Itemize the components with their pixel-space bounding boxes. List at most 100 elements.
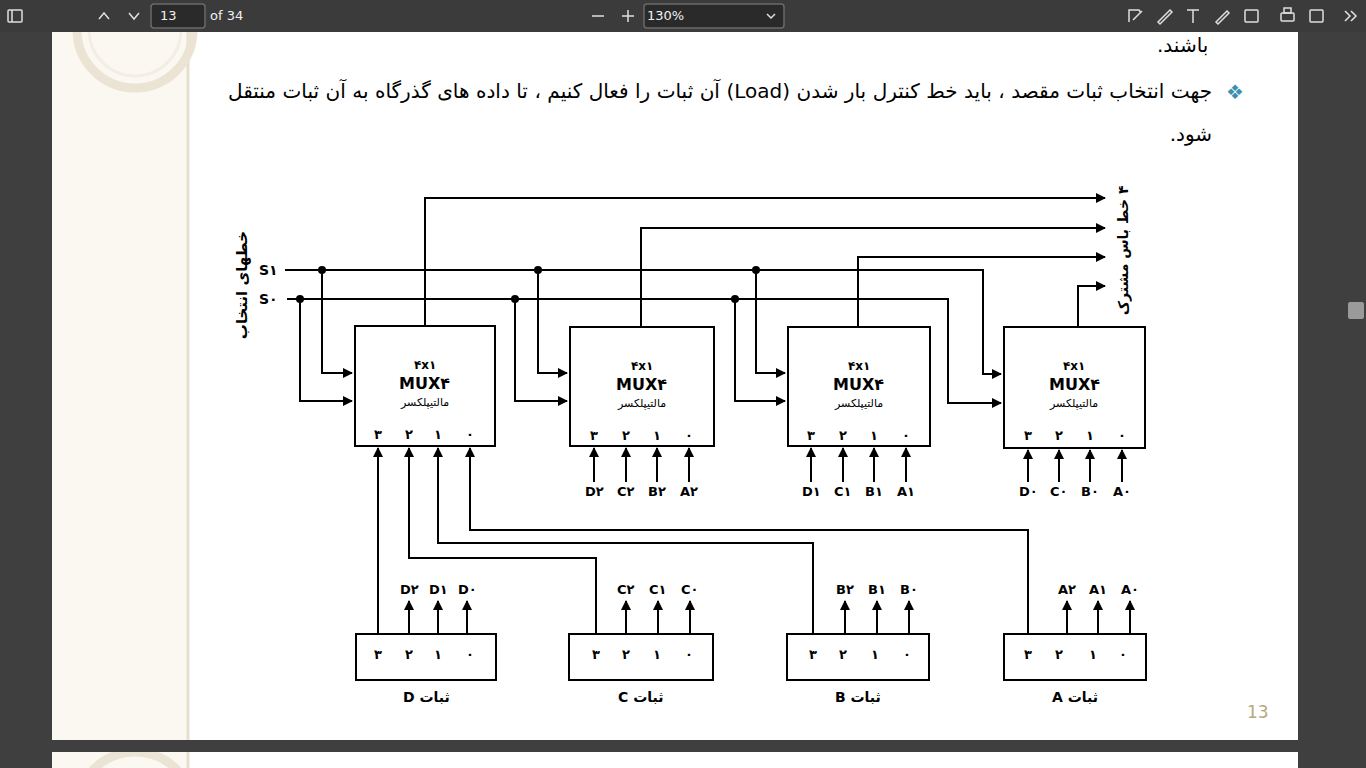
output-signal: B۰ bbox=[900, 582, 918, 598]
band-edge bbox=[187, 32, 190, 740]
mux-size: ۴x۱ bbox=[631, 360, 653, 374]
zoom-in-icon bbox=[622, 10, 634, 22]
input-signal: A۱ bbox=[897, 484, 915, 500]
register-to-mux-wire bbox=[470, 448, 1028, 633]
pin-number: ۰ bbox=[903, 648, 911, 663]
bullet: ❖ bbox=[1226, 80, 1244, 104]
pin-number: ۰ bbox=[902, 429, 910, 444]
pin-number: ۰ bbox=[466, 648, 474, 663]
print-icon bbox=[1284, 8, 1291, 13]
input-signal: B۰ bbox=[1081, 484, 1099, 500]
bus-wire bbox=[641, 228, 1105, 326]
prev-page-icon bbox=[99, 13, 109, 19]
input-arrow bbox=[873, 448, 875, 482]
pin-number: ۰ bbox=[1119, 648, 1127, 663]
axis-title: خطهای انتخاب bbox=[233, 231, 251, 339]
zoom-out-icon bbox=[592, 15, 604, 17]
output-arrow bbox=[466, 601, 468, 633]
sidebar-icon bbox=[11, 10, 13, 22]
ornament-ring bbox=[77, 32, 193, 88]
next-page bbox=[52, 752, 1298, 768]
junction-dot bbox=[752, 266, 760, 274]
input-signal: C۰ bbox=[1050, 484, 1067, 500]
register-box: ۳۲۱۰ثبات C bbox=[568, 633, 714, 681]
mux-caption: مالتیپلکسر bbox=[401, 397, 449, 410]
output-signal: C۱ bbox=[649, 582, 666, 598]
register-to-mux-wire bbox=[438, 448, 813, 633]
select-wire bbox=[538, 270, 567, 373]
register-box: ۳۲۱۰ثبات A bbox=[1003, 633, 1147, 681]
select-wire bbox=[735, 299, 785, 401]
output-signal: C۲ bbox=[617, 582, 634, 598]
mux-title: MUX۴ bbox=[399, 375, 450, 393]
bus-title: ۴ خط باس مشترک bbox=[1115, 186, 1132, 316]
output-arrow bbox=[876, 601, 878, 633]
mux-caption: مالتیپلکسر bbox=[1050, 398, 1098, 411]
input-signal: D۱ bbox=[802, 484, 821, 500]
page-band bbox=[52, 32, 188, 740]
toolbar bbox=[0, 0, 1366, 32]
register-name: ثبات D bbox=[403, 689, 450, 705]
input-arrow bbox=[688, 448, 690, 482]
input-arrow bbox=[1089, 450, 1091, 482]
page-ornament bbox=[77, 32, 193, 88]
pin-number: ۰ bbox=[685, 429, 693, 444]
zoom-select bbox=[644, 4, 784, 28]
output-arrow bbox=[689, 601, 691, 633]
output-arrow bbox=[908, 601, 910, 633]
page-number: 13 bbox=[1247, 702, 1269, 722]
more-icon bbox=[1345, 11, 1356, 21]
save-icon bbox=[1310, 10, 1323, 22]
input-arrow bbox=[656, 448, 658, 482]
bus-wire bbox=[425, 198, 1105, 325]
input-signal: A۲ bbox=[680, 484, 698, 500]
output-signal: A۰ bbox=[1121, 582, 1139, 598]
output-arrow bbox=[625, 601, 627, 633]
input-signal: C۲ bbox=[617, 484, 634, 500]
pin-number: ۰ bbox=[1118, 429, 1126, 444]
pin-number: ۱ bbox=[1089, 648, 1097, 663]
input-arrow bbox=[905, 448, 907, 482]
pin-number: ۲ bbox=[405, 648, 413, 663]
output-arrow bbox=[1066, 601, 1068, 633]
input-signal: A۰ bbox=[1113, 484, 1131, 500]
zoom-level: 130% bbox=[647, 8, 684, 24]
multiplexer-box: ۴x۱MUX۴مالتیپلکسر۳۲۱۰ bbox=[1003, 326, 1146, 449]
register-box: ۳۲۱۰ثبات B bbox=[786, 633, 930, 681]
ornament-ring bbox=[89, 32, 181, 76]
signal-name: S۱ bbox=[259, 262, 278, 279]
print-icon bbox=[1281, 13, 1294, 21]
output-arrow bbox=[1129, 601, 1131, 633]
pin-number: ۲ bbox=[622, 648, 630, 663]
input-signal: B۱ bbox=[865, 484, 883, 500]
output-signal: B۲ bbox=[836, 582, 854, 598]
mux-size: ۴x۱ bbox=[414, 359, 436, 373]
input-signal: D۰ bbox=[1019, 484, 1038, 500]
output-signal: D۱ bbox=[429, 582, 448, 598]
register-output-arrows bbox=[409, 601, 1130, 633]
ornament-ring bbox=[77, 752, 193, 768]
page-count: of 34 bbox=[210, 8, 243, 24]
scroll-thumb bbox=[1348, 302, 1364, 319]
sidebar-icon bbox=[8, 10, 22, 22]
output-signal: D۲ bbox=[400, 582, 419, 598]
output-signal: C۰ bbox=[681, 582, 698, 598]
junction-dot bbox=[296, 295, 304, 303]
input-signal: D۲ bbox=[585, 484, 604, 500]
bus-wire bbox=[1078, 286, 1105, 326]
pin-number: ۳ bbox=[1024, 429, 1032, 444]
pin-number: ۱ bbox=[871, 648, 879, 663]
register-name: ثبات C bbox=[618, 689, 663, 705]
mux-title: MUX۴ bbox=[1049, 376, 1100, 394]
output-arrow bbox=[408, 601, 410, 633]
output-arrow bbox=[657, 601, 659, 633]
pin-number: ۲ bbox=[1055, 429, 1063, 444]
pin-number: ۰ bbox=[685, 648, 693, 663]
pdf-page bbox=[52, 32, 1298, 740]
register-name: ثبات A bbox=[1052, 689, 1098, 705]
mux-title: MUX۴ bbox=[833, 376, 884, 394]
register-box: ۳۲۱۰ثبات D bbox=[355, 633, 497, 681]
next-page-icon bbox=[129, 13, 139, 19]
pin-number: ۳ bbox=[374, 648, 382, 663]
pin-number: ۲ bbox=[839, 429, 847, 444]
